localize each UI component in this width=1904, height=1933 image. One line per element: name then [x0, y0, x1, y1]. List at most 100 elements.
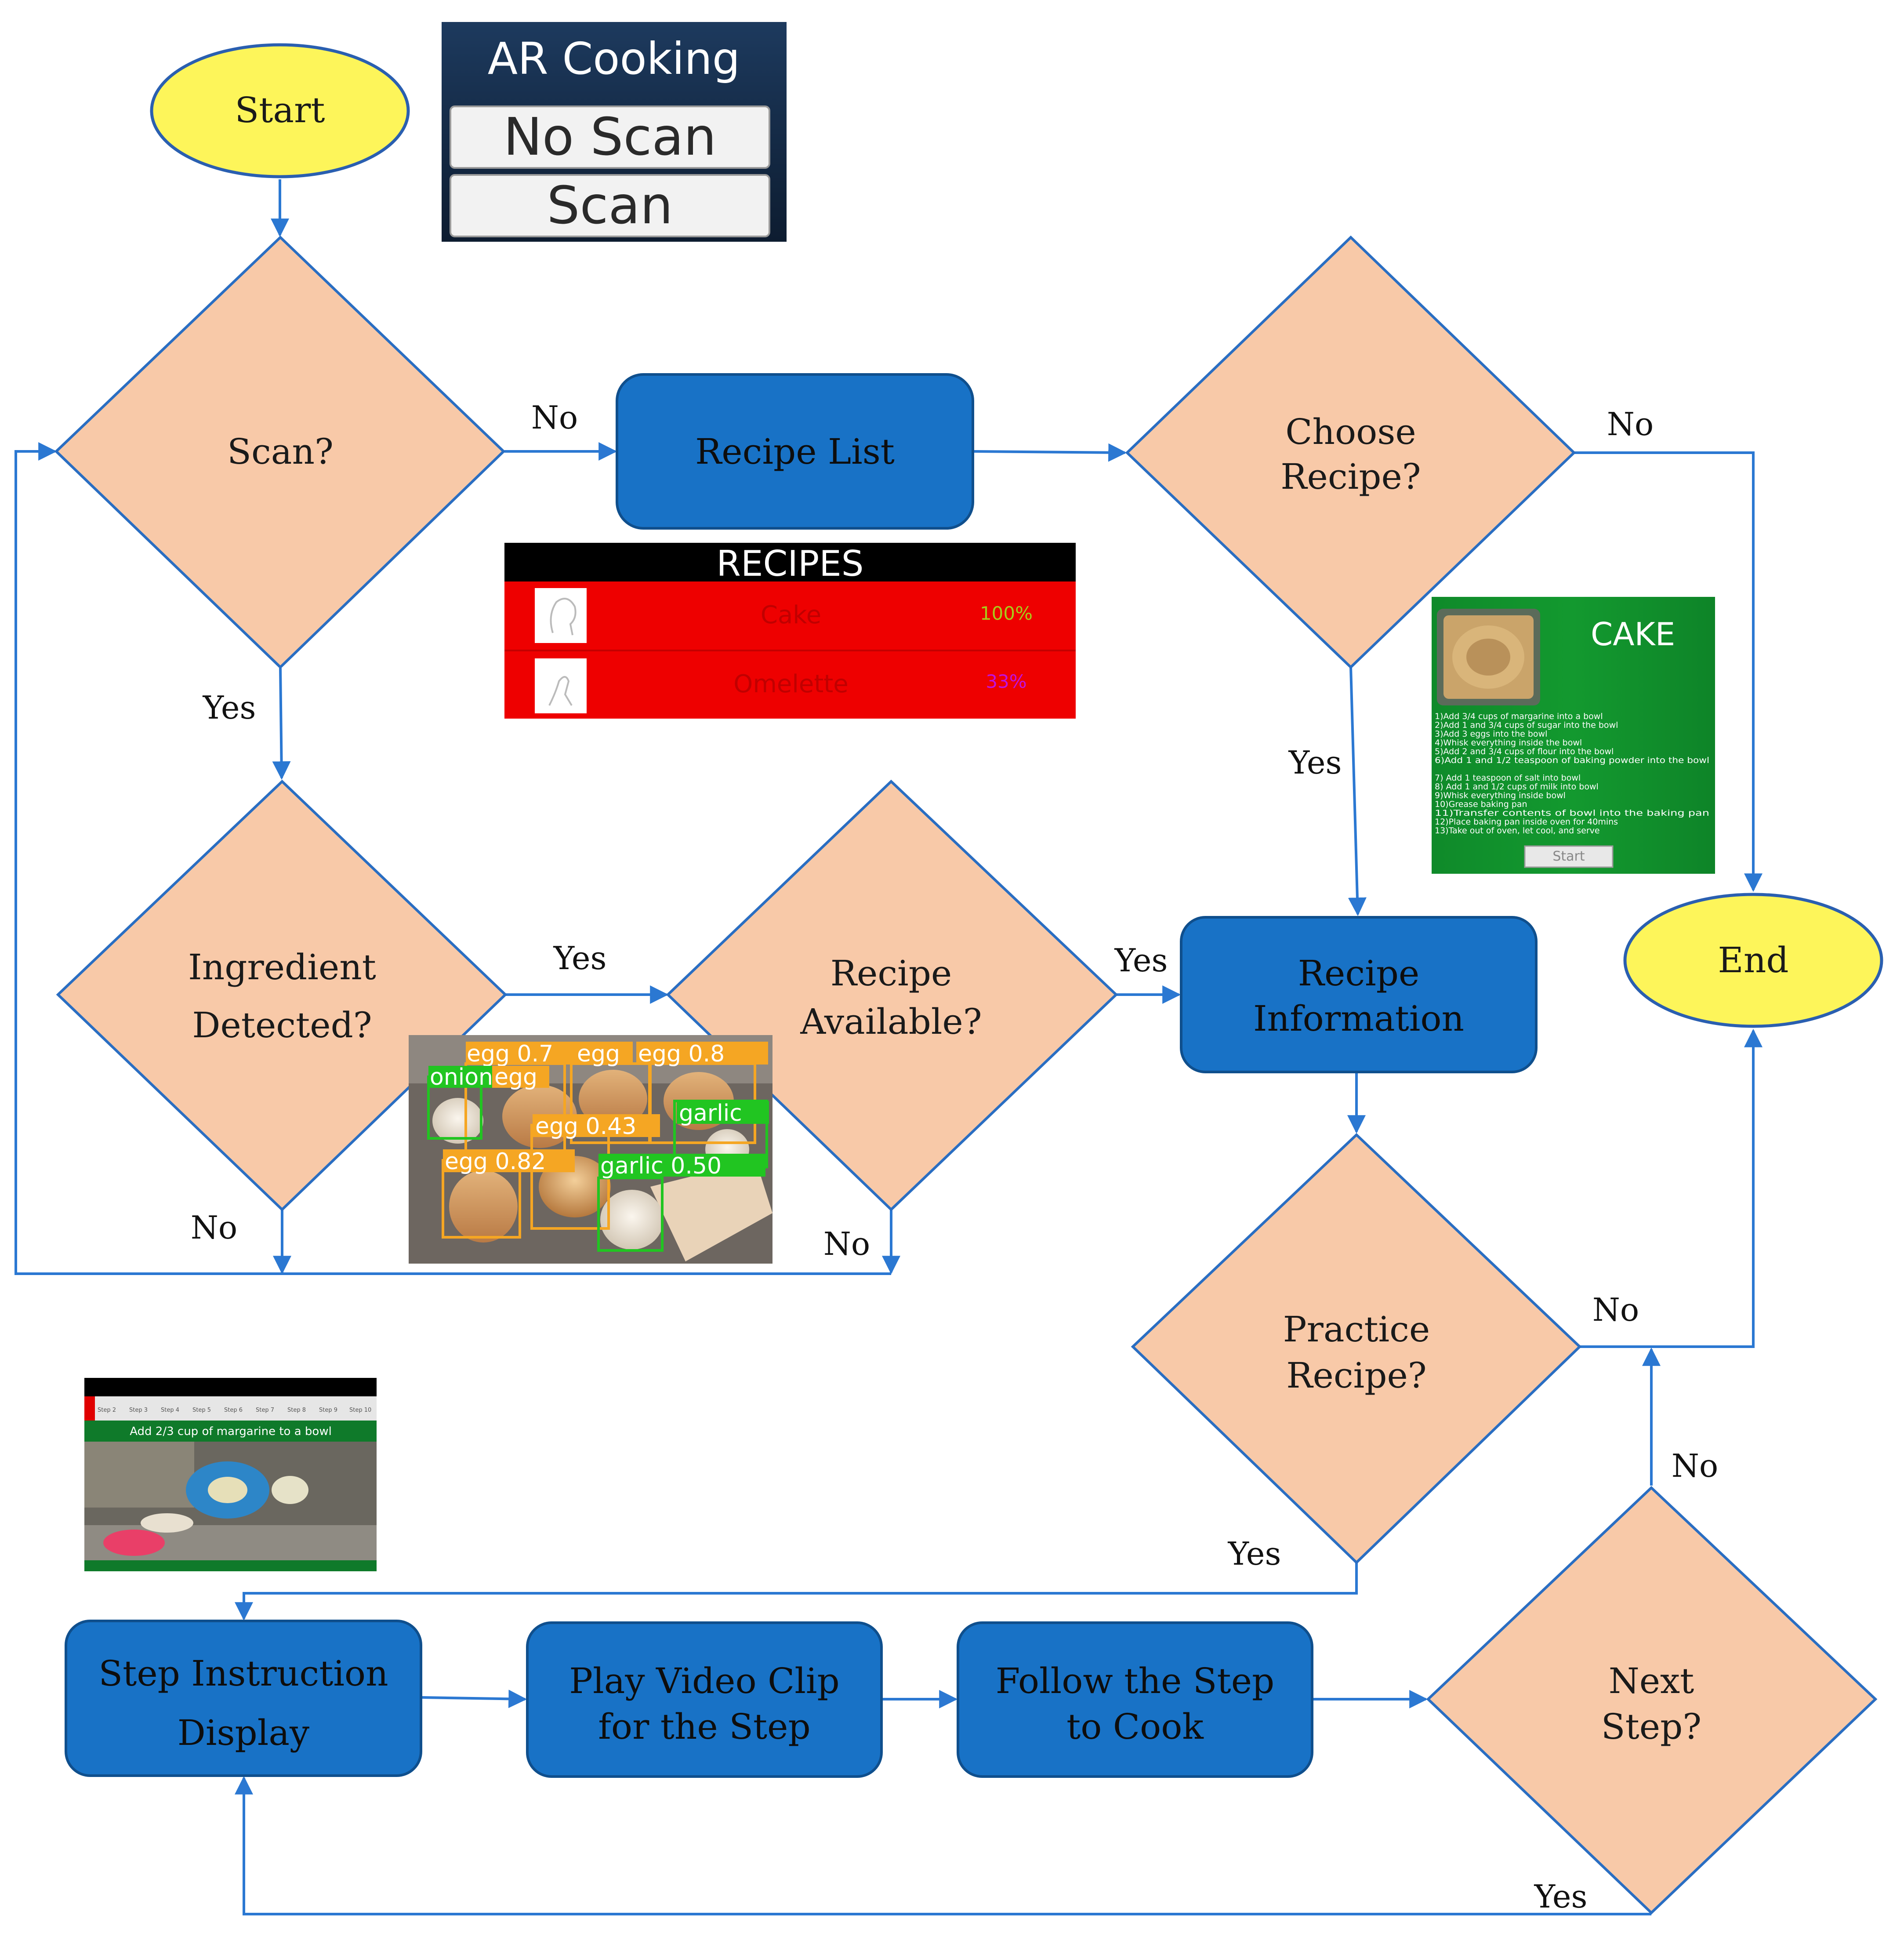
step-video-screenshot: Step 2 Step 3 Step 4 Step 5 Step 6 Step …	[84, 1378, 377, 1571]
step-tab: Step 9	[319, 1407, 337, 1413]
choose-recipe-decision: Choose Recipe?	[1125, 235, 1576, 669]
cake-start-button: Start	[1524, 845, 1614, 868]
step-instruction-process: Step Instruction Display	[65, 1620, 422, 1777]
label-choose-yes: Yes	[1288, 744, 1342, 781]
recipe-row-omelette-name: Omelette	[733, 670, 848, 698]
cake-step: 2)Add 1 and 3/4 cups of sugar into the b…	[1435, 720, 1618, 730]
ar-menu-title: AR Cooking	[488, 33, 740, 84]
cake-step: 5)Add 2 and 3/4 cups of flour into the b…	[1435, 747, 1614, 756]
detection-label: egg 0.7	[467, 1041, 553, 1067]
step-tab: Step 2	[98, 1407, 116, 1413]
next-step-label-1: Next	[1609, 1660, 1694, 1701]
edge-step-to-video	[421, 1690, 527, 1708]
recipe-information-label-2: Information	[1253, 998, 1464, 1039]
edge-recipe-list-to-choose	[973, 443, 1127, 462]
omelette-thumbnail-icon	[548, 676, 573, 706]
edge-choose-yes-to-info	[1348, 667, 1367, 916]
recipe-list-label: Recipe List	[695, 431, 895, 472]
recipes-panel-screenshot: RECIPES Cake 100% Omelette 33%	[504, 543, 1076, 719]
ingredient-detected-label-1: Ingredient	[188, 947, 376, 988]
start-terminal: Start	[150, 43, 410, 178]
label-scan-yes: Yes	[203, 689, 256, 726]
recipe-available-label-2: Available?	[800, 1001, 982, 1042]
edge-next-yes-to-step	[235, 1776, 1651, 1915]
label-practice-yes: Yes	[1228, 1535, 1281, 1572]
cake-photo	[1437, 609, 1540, 705]
cake-step: 10)Grease baking pan	[1435, 799, 1527, 809]
label-available-no: No	[823, 1225, 870, 1262]
step-tab: Step 7	[256, 1407, 274, 1413]
label-practice-no: No	[1592, 1291, 1639, 1328]
ingredient-detected-label-2: Detected?	[192, 1005, 372, 1046]
choose-recipe-label-2: Recipe?	[1280, 456, 1421, 497]
practice-recipe-label-2: Recipe?	[1286, 1355, 1426, 1396]
step-tab: Step 3	[129, 1407, 148, 1413]
next-step-label-2: Step?	[1601, 1706, 1701, 1747]
detection-label: egg	[577, 1041, 620, 1067]
step-tab: Step 4	[161, 1407, 179, 1413]
recipe-available-decision: Recipe Available?	[666, 779, 1118, 1212]
step-tab: Step 5	[192, 1407, 211, 1413]
cake-step: 13)Take out of oven, let cool, and serve	[1435, 826, 1600, 836]
scan-button-label: Scan	[547, 175, 673, 236]
step-instruction-label-1: Step Instruction	[98, 1653, 388, 1694]
ingredient-detected-decision: Ingredient Detected?	[56, 779, 508, 1212]
step-tab: Step 10	[349, 1407, 371, 1413]
recipe-row-cake: Cake 100%	[535, 588, 1033, 643]
detection-label: garlic	[679, 1100, 742, 1126]
detection-label: egg 0.82	[445, 1148, 546, 1175]
recipe-information-process: Recipe Information	[1180, 916, 1538, 1073]
recipe-list-process: Recipe List	[616, 373, 974, 530]
egg-image	[449, 1170, 518, 1243]
detection-label: onion	[430, 1064, 493, 1090]
cake-step: 9)Whisk everything inside bowl	[1435, 791, 1566, 800]
label-next-yes: Yes	[1534, 1878, 1588, 1915]
scan-button: Scan	[450, 174, 770, 237]
no-scan-button: No Scan	[450, 105, 770, 169]
recipe-row-omelette-match: 33%	[986, 671, 1026, 692]
scan-decision-label: Scan?	[227, 431, 334, 472]
cake-step: 3)Add 3 eggs into the bowl	[1435, 729, 1547, 739]
end-terminal: End	[1623, 893, 1883, 1028]
ar-cooking-menu-screenshot: AR Cooking No Scan Scan	[442, 22, 787, 242]
recipes-panel-header: RECIPES	[716, 543, 863, 584]
cake-thumbnail-icon	[550, 598, 577, 636]
ingredient-detection-screenshot: egg 0.7 egg egg 0.8 onion egg egg 0.43 g…	[409, 1035, 772, 1264]
play-video-label-2: for the Step	[598, 1706, 810, 1747]
edge-choose-no-to-end	[1574, 451, 1763, 892]
egg-image	[579, 1070, 647, 1128]
play-video-process: Play Video Clip for the Step	[526, 1621, 883, 1778]
step-tab: Step 6	[224, 1407, 243, 1413]
cake-step: 6)Add 1 and 1/2 teaspoon of baking powde…	[1435, 756, 1709, 765]
cake-step: 8) Add 1 and 1/2 cups of milk into bowl	[1435, 782, 1599, 792]
step-video-instruction: Add 2/3 cup of margarine to a bowl	[130, 1425, 332, 1438]
no-scan-button-label: No Scan	[504, 106, 717, 167]
recipe-row-cake-match: 100%	[980, 603, 1033, 624]
garlic-image	[432, 1098, 483, 1144]
label-next-no: No	[1672, 1447, 1718, 1484]
label-scan-no: No	[531, 399, 578, 436]
edge-scan-yes-to-ingredient	[272, 668, 291, 780]
edge-practice-no-to-end	[1580, 1028, 1763, 1348]
label-ingredient-no: No	[191, 1209, 237, 1246]
label-ingredient-yes: Yes	[553, 940, 607, 977]
step-tab: Step 8	[287, 1407, 306, 1413]
detection-label: egg	[494, 1064, 537, 1090]
end-label: End	[1718, 940, 1788, 981]
choose-recipe-label-1: Choose	[1285, 411, 1416, 452]
edge-practice-yes-to-step	[235, 1562, 1358, 1621]
practice-recipe-decision: Practice Recipe?	[1131, 1133, 1582, 1565]
recipe-row-cake-name: Cake	[761, 601, 821, 629]
cake-steps-list: 1)Add 3/4 cups of margarine into a bowl …	[1435, 712, 1709, 836]
detection-label: garlic 0.50	[600, 1153, 722, 1179]
garlic-image	[600, 1190, 664, 1250]
recipe-row-omelette: Omelette 33%	[535, 658, 1027, 713]
cake-start-button-label: Start	[1552, 849, 1585, 864]
cake-step: 12)Place baking pan inside oven for 40mi…	[1435, 817, 1618, 827]
label-choose-no: No	[1607, 406, 1654, 443]
cake-step: 11)Transfer contents of bowl into the ba…	[1435, 808, 1709, 818]
step-instruction-label-2: Display	[178, 1712, 309, 1753]
detection-label: egg 0.43	[535, 1113, 636, 1140]
practice-recipe-label-1: Practice	[1283, 1309, 1430, 1350]
